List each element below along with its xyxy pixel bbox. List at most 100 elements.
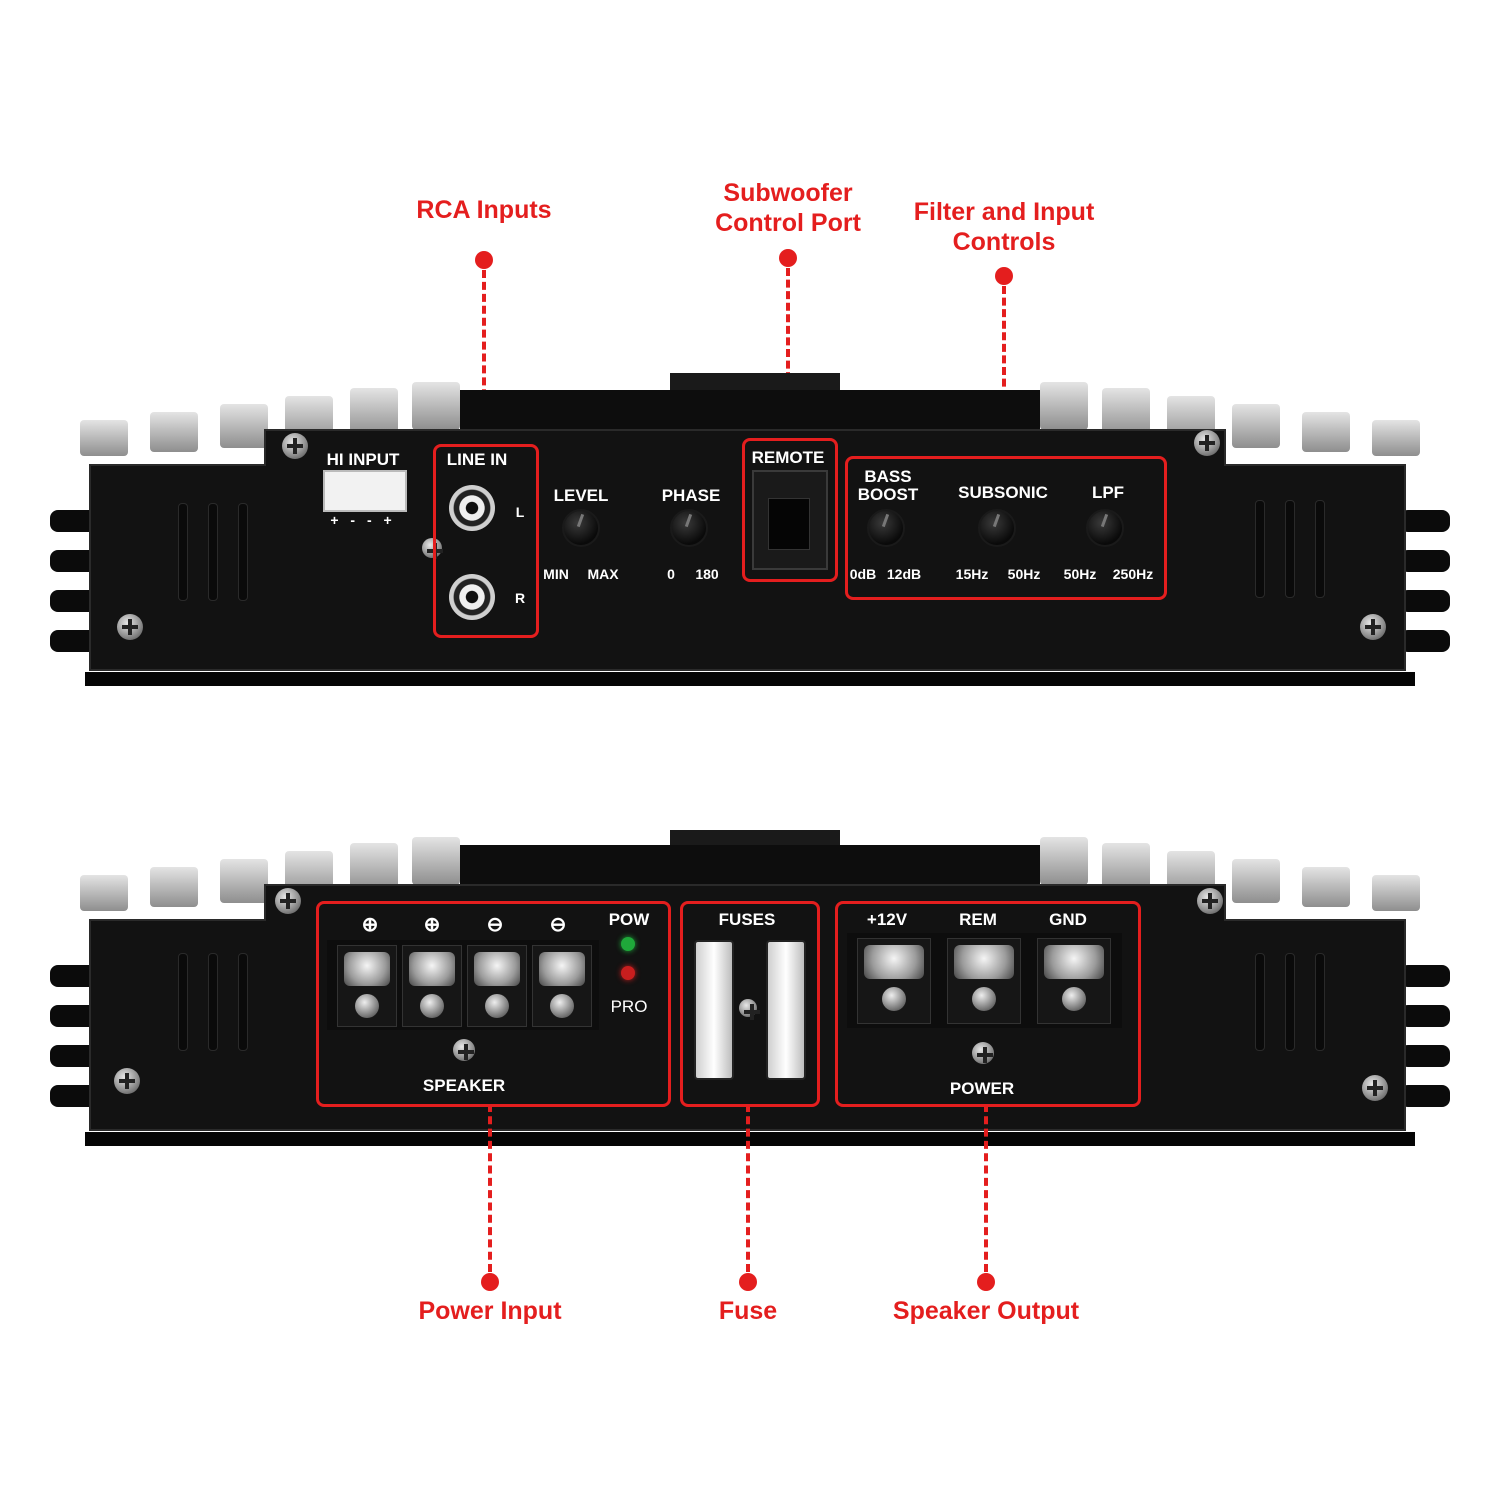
callout-fuse: Fuse: [718, 1297, 778, 1325]
speaker-sign-2: ⊕: [423, 914, 441, 936]
screw-icon: [1194, 430, 1220, 456]
phase-knob[interactable]: [670, 509, 708, 547]
vent-slot: [1285, 500, 1295, 598]
callout-fuse-line: [746, 1104, 750, 1272]
callout-subwoofer-port-line1: Subwoofer: [723, 179, 853, 207]
hi-input-pins: + - - +: [330, 512, 396, 528]
level-max-label: MAX: [587, 566, 619, 582]
subsonic-label: SUBSONIC: [958, 483, 1048, 502]
callout-filter-controls-line2: Controls: [952, 228, 1056, 256]
screw-icon: [117, 614, 143, 640]
power-terminal-gnd[interactable]: [1037, 938, 1111, 1024]
callout-rca-inputs-dot: [475, 251, 493, 269]
power-terminal-rem[interactable]: [947, 938, 1021, 1024]
speaker-terminal[interactable]: [467, 945, 527, 1027]
gnd-label: GND: [1049, 910, 1087, 929]
callout-power-input-line: [488, 1104, 492, 1272]
remote-port[interactable]: [752, 470, 828, 570]
callout-filter-controls-line: [1002, 286, 1006, 456]
fuses-highlight: [680, 901, 820, 1107]
subsonic-knob[interactable]: [978, 509, 1016, 547]
lpf-knob[interactable]: [1086, 509, 1124, 547]
speaker-terminal[interactable]: [532, 945, 592, 1027]
amplifier-input-chassis: [50, 373, 1450, 686]
callout-subwoofer-port-line: [786, 268, 790, 438]
vent-slot: [1315, 500, 1325, 598]
remote-highlight: [742, 438, 838, 582]
vent-slot: [238, 503, 248, 601]
callout-filter-controls: Filter and Input Controls: [914, 197, 1095, 257]
speaker-terminal-block: [327, 940, 599, 1030]
bass-boost-knob[interactable]: [867, 509, 905, 547]
callout-speaker-output-dot: [977, 1273, 995, 1291]
rca-left-label: L: [515, 504, 525, 520]
bass-boost-label-line2: BOOST: [857, 485, 919, 504]
callout-power-input: Power Input: [418, 1297, 562, 1325]
line-in-label: LINE IN: [446, 450, 508, 469]
hi-input-connector[interactable]: [323, 470, 407, 512]
rca-right-label: R: [514, 590, 526, 606]
rca-left-jack[interactable]: [449, 485, 495, 531]
amplifier-input-side: [40, 370, 1460, 690]
screw-icon: [114, 1068, 140, 1094]
power-terminal-highlight: [835, 901, 1141, 1107]
subsonic-max-label: 50Hz: [1007, 566, 1041, 582]
callout-power-input-dot: [481, 1273, 499, 1291]
level-knob[interactable]: [562, 509, 600, 547]
bass-boost-label-line1: BASS: [864, 467, 912, 486]
power-terminal-12v[interactable]: [857, 938, 931, 1024]
screw-icon: [1360, 614, 1386, 640]
power-label: POWER: [949, 1079, 1015, 1098]
fuse-holder-screw-icon: [739, 999, 760, 1020]
pow-led: [621, 937, 635, 951]
fuse-right[interactable]: [766, 940, 806, 1080]
speaker-label: SPEAKER: [422, 1076, 506, 1095]
screw-icon: [282, 433, 308, 459]
speaker-terminal[interactable]: [337, 945, 397, 1027]
screw-icon: [1362, 1075, 1388, 1101]
callout-filter-controls-dot: [995, 267, 1013, 285]
bass-boost-min-label: 0dB: [849, 566, 877, 582]
vent-slot: [208, 503, 218, 601]
vent-slot: [1285, 953, 1295, 1051]
speaker-sign-3: ⊖: [486, 914, 504, 936]
phase-max-label: 180: [695, 566, 719, 582]
rca-right-jack[interactable]: [449, 574, 495, 620]
callout-subwoofer-port-dot: [779, 249, 797, 267]
callout-rca-inputs-line: [482, 270, 486, 445]
speaker-terminal-highlight: [316, 901, 671, 1107]
bass-boost-max-label: 12dB: [886, 566, 922, 582]
vent-slot: [1315, 953, 1325, 1051]
callout-speaker-output: Speaker Output: [892, 1297, 1080, 1325]
phase-label: PHASE: [661, 486, 721, 505]
screw-icon: [1197, 888, 1223, 914]
vent-slot: [178, 953, 188, 1051]
plus12v-label: +12V: [866, 910, 908, 929]
bass-boost-label: BASS BOOST: [858, 468, 918, 504]
pro-led: [621, 966, 635, 980]
callout-fuse-dot: [739, 1273, 757, 1291]
vent-slot: [178, 503, 188, 601]
speaker-sign-1: ⊕: [361, 914, 379, 936]
vent-slot: [238, 953, 248, 1051]
screw-icon: [453, 1039, 475, 1061]
speaker-terminal[interactable]: [402, 945, 462, 1027]
callout-filter-controls-line1: Filter and Input: [913, 198, 1095, 226]
rem-label: REM: [959, 910, 997, 929]
callout-speaker-output-line: [984, 1104, 988, 1272]
lpf-min-label: 50Hz: [1063, 566, 1097, 582]
hi-input-label: HI INPUT: [326, 450, 400, 469]
remote-port-slot: [768, 498, 810, 550]
power-terminal-block: [847, 933, 1122, 1028]
pro-label: PRO: [610, 997, 648, 1016]
pow-label: POW: [608, 910, 650, 929]
screw-icon: [275, 888, 301, 914]
lpf-max-label: 250Hz: [1112, 566, 1154, 582]
lpf-label: LPF: [1091, 483, 1125, 502]
subsonic-min-label: 15Hz: [955, 566, 989, 582]
rca-inputs-highlight: [433, 444, 539, 638]
fuses-label: FUSES: [718, 910, 776, 929]
vent-slot: [1255, 953, 1265, 1051]
callout-subwoofer-port-line2: Control Port: [715, 209, 861, 237]
fuse-left[interactable]: [694, 940, 734, 1080]
